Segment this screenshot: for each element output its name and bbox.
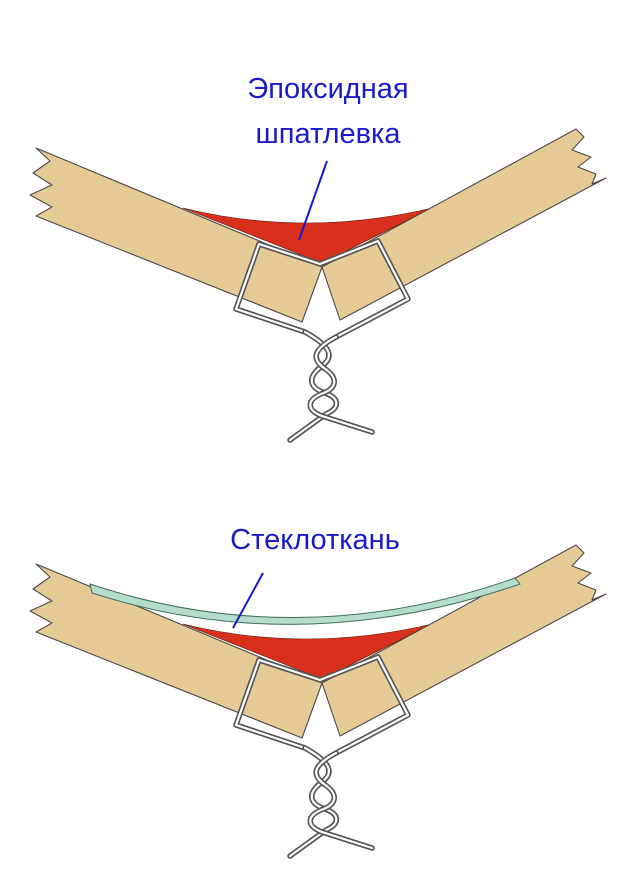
epoxy-label-line2: шпатлевка [255, 118, 401, 150]
epoxy-label-line1: Эпоксидная [247, 73, 408, 105]
bottom-panel: Стеклоткань [30, 524, 606, 856]
top-joint [30, 129, 606, 440]
bottom-joint [30, 545, 606, 856]
top-leader-line [298, 160, 328, 241]
bottom-leader-line [232, 572, 264, 629]
top-panel: Эпоксидная шпатлевка [30, 73, 606, 440]
fiberglass-label: Стеклоткань [230, 524, 400, 556]
fiberglass-cloth [89, 577, 521, 625]
